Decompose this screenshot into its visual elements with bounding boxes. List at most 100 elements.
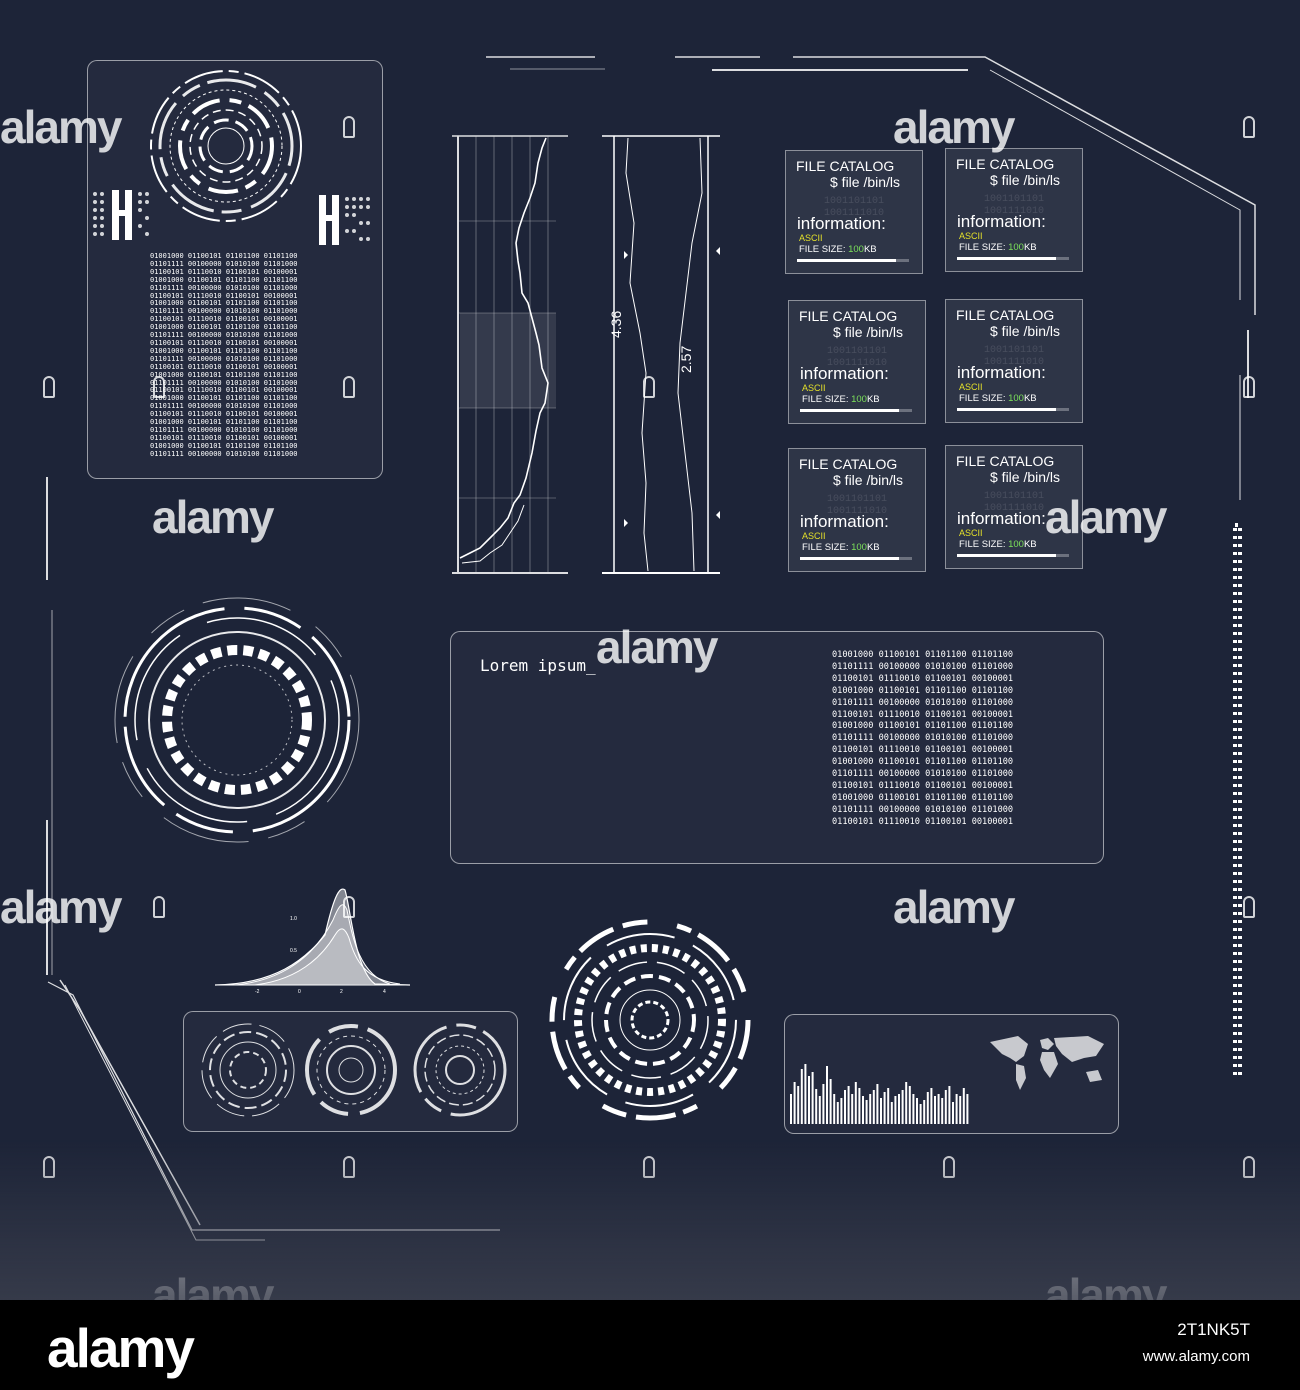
card-command: $ file /bin/ls	[990, 323, 1061, 339]
binary-line: 01101111 00100000 01010100 01101000	[150, 402, 298, 411]
card-progress-fill	[957, 257, 1056, 260]
binary-line: 01100101 01110010 01100101 00100001	[832, 780, 1014, 791]
card-title: FILE CATALOG	[799, 308, 898, 324]
terminal-panel	[450, 631, 1104, 864]
card-file-size: FILE SIZE: 100KB	[959, 242, 1037, 253]
card-size-value: 100	[1008, 242, 1024, 253]
histogram-bar	[883, 1092, 886, 1124]
card-progress-fill	[800, 409, 899, 412]
watermark-icon	[153, 376, 165, 398]
watermark-icon	[1243, 1156, 1255, 1178]
card-title: FILE CATALOG	[799, 456, 898, 472]
card-size-value: 100	[851, 542, 867, 553]
watermark-icon	[343, 896, 355, 918]
histogram-bar	[937, 1094, 940, 1124]
binary-line: 01100101 01110010 01100101 00100001	[150, 410, 298, 419]
histogram-bar	[908, 1086, 911, 1124]
histogram-bar	[854, 1082, 857, 1124]
watermark-icon	[343, 116, 355, 138]
card-ghost-binary: 1001101101 1001111010	[984, 194, 1045, 217]
binary-line: 01001000 01100101 01101100 01101100	[150, 394, 298, 403]
card-title: FILE CATALOG	[956, 307, 1055, 323]
watermark-8: alamy	[152, 1269, 274, 1300]
dot-matrix-right-icon	[319, 195, 370, 245]
footer-logo[interactable]: alamy	[47, 1317, 195, 1379]
histogram-bar	[826, 1066, 828, 1124]
card-progress-fill	[957, 408, 1056, 411]
frame-lines	[46, 56, 1256, 1241]
histogram-bar	[840, 1098, 843, 1124]
binary-line: 01001000 01100101 01101100 01101100	[150, 323, 298, 332]
histogram-bar	[959, 1096, 962, 1124]
density-ytick-2: 0.5	[290, 948, 297, 954]
card-ghost-binary: 1001101101 1001111010	[824, 196, 885, 219]
card-size-label: FILE SIZE:	[959, 393, 1009, 404]
card-ghost-binary: 1001101101 1001111010	[827, 494, 888, 517]
binary-line: 01100101 01110010 01100101 00100001	[150, 386, 298, 395]
histogram-bar	[815, 1089, 818, 1124]
watermark-5: alamy	[596, 621, 718, 673]
binary-line: 01100101 01110010 01100101 00100001	[832, 745, 1014, 756]
card-type: ASCII	[959, 382, 983, 392]
binary-line: 01100101 01110010 01100101 00100001	[150, 267, 298, 276]
dials-panel	[183, 1011, 518, 1132]
binary-line: 01100101 01110010 01100101 00100001	[832, 673, 1014, 684]
histogram-bar	[876, 1084, 879, 1124]
binary-line: 01101111 00100000 01010100 01101000	[832, 769, 1014, 780]
card-size-value: 100	[848, 244, 864, 255]
card-progress-bar	[957, 257, 1069, 260]
card-ghost-binary: 1001101101 1001111010	[984, 491, 1045, 514]
binary-line: 01001000 01100101 01101100 01101100	[832, 721, 1014, 732]
card-progress-bar	[800, 557, 912, 560]
file-catalog-card[interactable]: FILE CATALOG$ file /bin/ls 1001101101 100…	[788, 448, 926, 572]
histogram-bar	[926, 1092, 929, 1124]
histogram-bar	[934, 1096, 936, 1124]
histogram-bar	[833, 1094, 836, 1124]
watermark-icon	[343, 1156, 355, 1178]
density-xtick-2: 0	[298, 989, 301, 995]
dial-middle-icon	[305, 1024, 397, 1116]
binary-line: 01101111 00100000 01010100 01101000	[150, 307, 298, 316]
card-info-label: information:	[800, 364, 889, 383]
card-command: $ file /bin/ls	[833, 472, 904, 488]
binary-line: 01001000 01100101 01101100 01101100	[150, 346, 298, 355]
watermark-icon	[943, 1156, 955, 1178]
card-ghost-binary: 1001101101 1001111010	[827, 346, 888, 369]
card-file-size: FILE SIZE: 100KB	[959, 539, 1037, 550]
histogram-bar	[966, 1094, 969, 1124]
binary-line: 01001000 01100101 01101100 01101100	[150, 252, 298, 260]
card-type: ASCII	[959, 231, 983, 241]
histogram-bar	[858, 1088, 861, 1124]
card-progress-fill	[797, 259, 896, 262]
footer-url[interactable]: www.alamy.com	[1142, 1348, 1250, 1365]
density-xtick-1: -2	[255, 989, 260, 995]
card-file-size: FILE SIZE: 100KB	[802, 394, 880, 405]
density-xtick-4: 4	[383, 989, 386, 995]
dot-matrix-left-icon	[93, 190, 149, 240]
binary-line: 01001000 01100101 01101100 01101100	[832, 757, 1014, 768]
histogram-bar	[844, 1090, 846, 1124]
histogram-bar	[829, 1079, 832, 1124]
binary-line: 01101111 00100000 01010100 01101000	[832, 804, 1014, 815]
binary-line: 01001000 01100101 01101100 01101100	[832, 792, 1014, 803]
histogram-bar	[847, 1086, 850, 1124]
card-size-value: 100	[851, 394, 867, 405]
binary-line: 01001000 01100101 01101100 01101100	[832, 650, 1014, 660]
histogram-bar	[797, 1086, 800, 1124]
watermark-icon	[43, 1156, 55, 1178]
density-ytick-1: 1.0	[290, 916, 297, 922]
histogram-bar	[890, 1102, 893, 1124]
histogram-bar	[865, 1100, 868, 1124]
card-file-size: FILE SIZE: 100KB	[802, 542, 880, 553]
dial-left-icon	[201, 1023, 295, 1117]
histogram-bar	[944, 1090, 947, 1124]
histogram-bar	[887, 1088, 890, 1124]
card-size-label: FILE SIZE:	[802, 394, 852, 405]
histogram-bar	[952, 1102, 954, 1124]
histogram-bars	[790, 1064, 969, 1124]
